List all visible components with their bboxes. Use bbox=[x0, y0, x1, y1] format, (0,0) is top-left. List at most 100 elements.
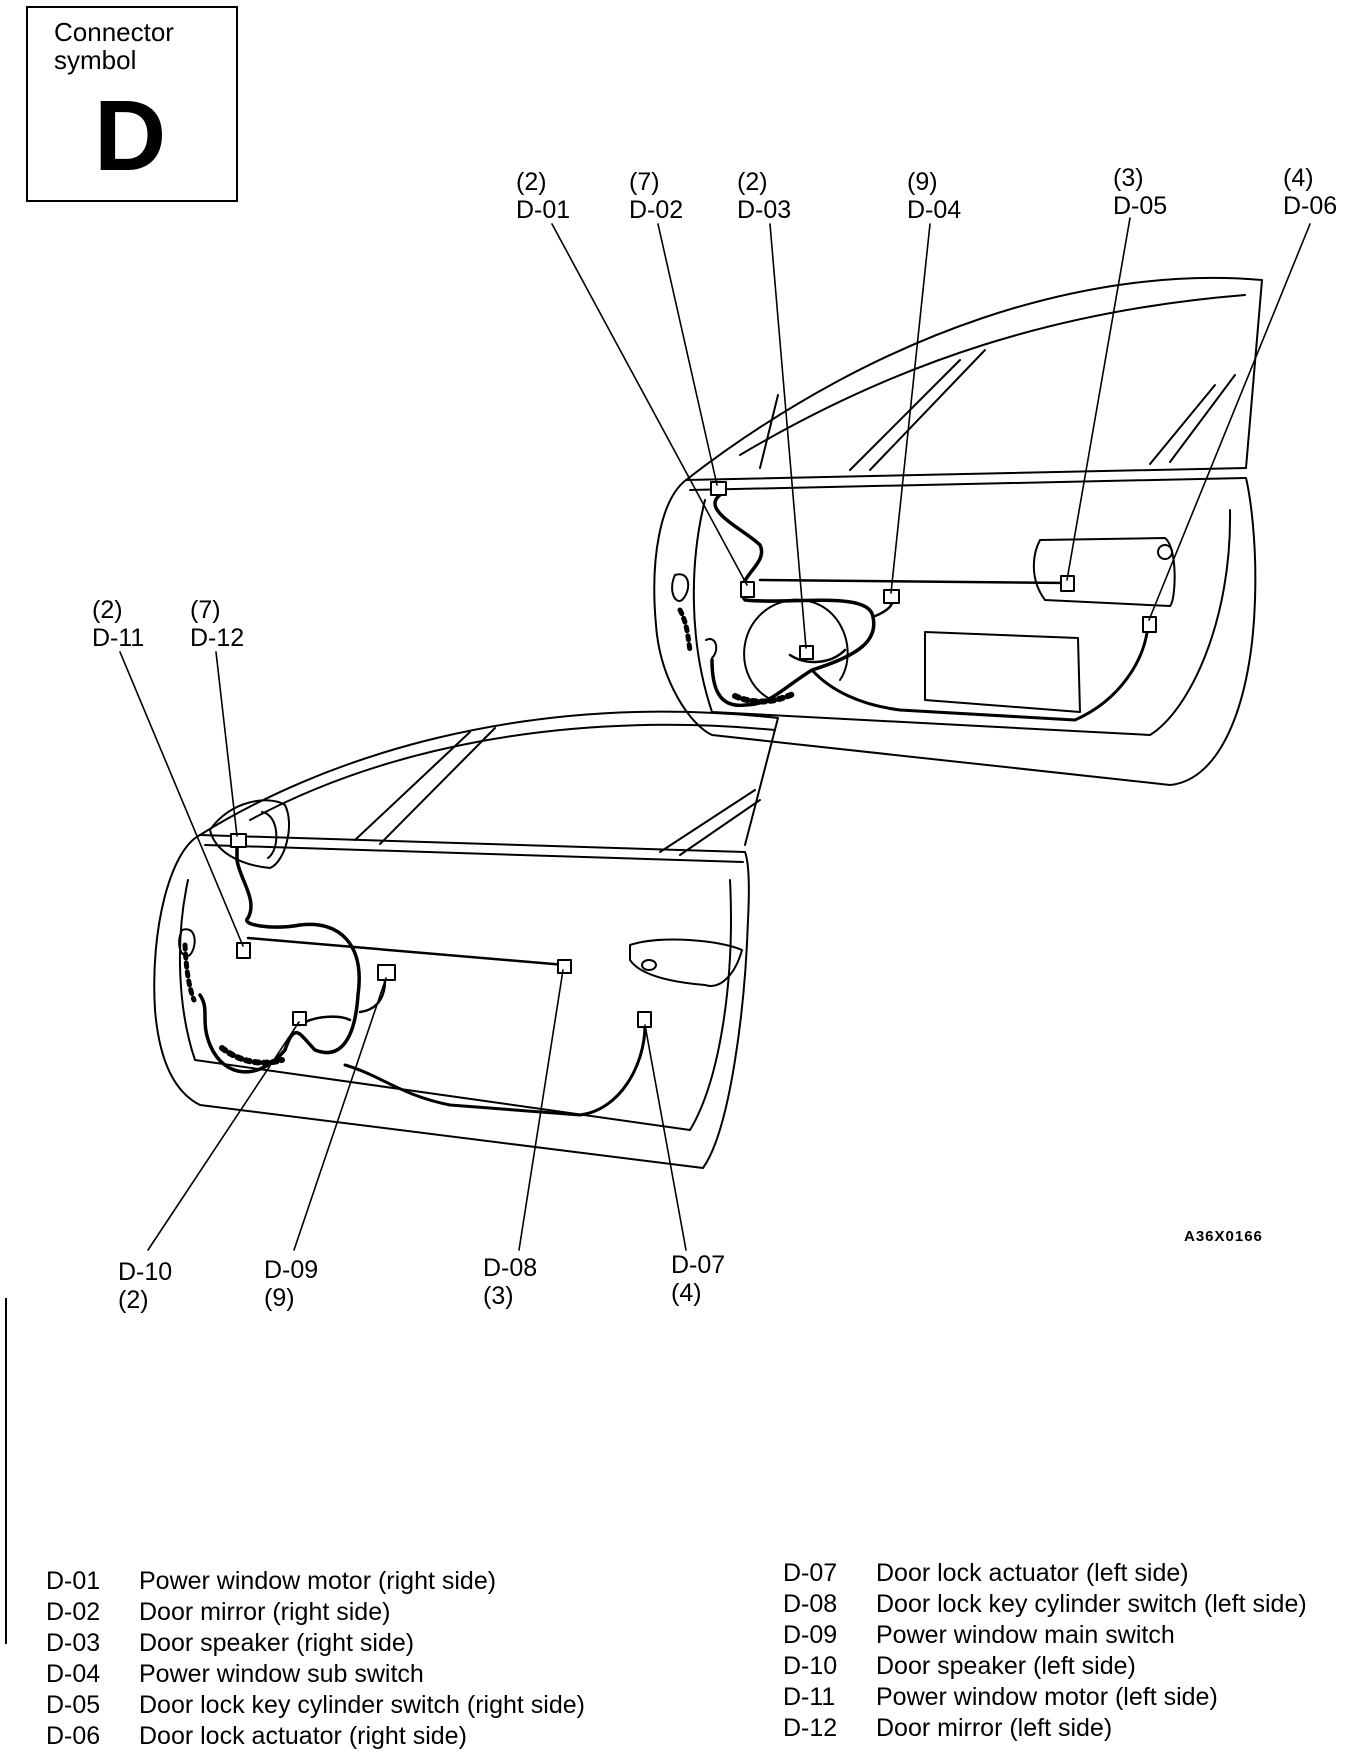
right-door-speaker-opening bbox=[743, 598, 849, 701]
legend-code: D-03 bbox=[46, 1629, 101, 1657]
connector-D-08 bbox=[557, 959, 572, 974]
left-door-glass-line bbox=[249, 723, 776, 821]
right-door-beltline-inner bbox=[689, 477, 1246, 491]
right-door-harness-speaker bbox=[788, 648, 847, 664]
left-door bbox=[153, 710, 779, 1169]
legend-text: Door lock actuator (right side) bbox=[139, 1722, 467, 1750]
left-door-beltline-inner bbox=[204, 844, 744, 863]
callout-pins: (2) bbox=[737, 168, 768, 196]
callout-D-03: (2) D-03 bbox=[737, 168, 791, 224]
callout-D-01: (2) D-01 bbox=[516, 168, 570, 224]
left-door-harness-upper bbox=[246, 936, 567, 967]
right-door-glass-streak bbox=[1169, 374, 1236, 463]
callout-D-11: (2) D-11 bbox=[92, 596, 144, 652]
connector-symbol-caption: Connector symbol bbox=[54, 18, 174, 74]
callout-id: D-06 bbox=[1283, 192, 1338, 220]
right-door-glass-line bbox=[739, 294, 1246, 456]
connector-D-07 bbox=[637, 1011, 652, 1028]
callout-pins: (3) bbox=[1113, 164, 1144, 192]
legend-code: D-07 bbox=[783, 1559, 838, 1587]
right-door-window-frame bbox=[685, 276, 1263, 481]
leader-line-D-02 bbox=[657, 223, 718, 486]
callout-id: D-11 bbox=[92, 624, 145, 652]
leader-line-D-04 bbox=[890, 223, 931, 594]
leader-line-D-09 bbox=[293, 977, 387, 1251]
connector-symbol-caption-line1: Connector bbox=[54, 17, 174, 47]
right-door-inner-panel bbox=[692, 499, 1232, 736]
left-door-harness-rear bbox=[343, 1023, 647, 1117]
callout-id: D-02 bbox=[629, 196, 684, 224]
leader-line-D-12 bbox=[215, 651, 238, 837]
right-door-glass-streak bbox=[759, 394, 779, 469]
right-door-outline bbox=[653, 477, 1257, 786]
connector-D-10 bbox=[292, 1011, 307, 1026]
left-door-outline bbox=[153, 834, 750, 1169]
callout-pins: (4) bbox=[1283, 164, 1314, 192]
connector-D-12 bbox=[230, 833, 247, 848]
left-door-glass-streak bbox=[679, 799, 761, 856]
callout-D-07: D-07 (4) bbox=[671, 1251, 725, 1307]
left-door-harness-switch bbox=[358, 978, 387, 1014]
drawing-code: A36X0166 bbox=[1184, 1228, 1263, 1245]
callout-pins: (2) bbox=[92, 596, 123, 624]
callout-pins: (2) bbox=[118, 1286, 149, 1314]
callout-id: D-01 bbox=[516, 196, 571, 224]
legend-text: Door lock key cylinder switch (right sid… bbox=[139, 1691, 585, 1719]
legend-row: D-06 Door lock actuator (right side) bbox=[46, 1721, 585, 1752]
legend-text: Door mirror (left side) bbox=[876, 1714, 1113, 1742]
legend-code: D-12 bbox=[783, 1714, 838, 1742]
legend-row: D-12 Door mirror (left side) bbox=[783, 1713, 1307, 1744]
right-door-hinge-bracket bbox=[705, 638, 718, 659]
left-door-lock-hole bbox=[641, 959, 657, 971]
callout-D-05: (3) D-05 bbox=[1113, 164, 1167, 220]
left-margin-rule bbox=[5, 1298, 7, 1644]
left-door-harness-main bbox=[198, 841, 361, 1074]
leader-line-D-10 bbox=[147, 1021, 300, 1251]
callout-pins: (7) bbox=[629, 168, 660, 196]
callout-pins: (9) bbox=[907, 168, 938, 196]
callout-pins: (4) bbox=[671, 1279, 702, 1307]
connector-symbol-caption-line2: symbol bbox=[54, 45, 137, 75]
callout-D-09: D-09 (9) bbox=[264, 1256, 318, 1312]
callout-id: D-12 bbox=[190, 624, 245, 652]
legend-code: D-11 bbox=[783, 1683, 836, 1711]
callout-id: D-03 bbox=[737, 196, 792, 224]
right-door-glass-streak bbox=[869, 349, 986, 471]
legend-row: D-07 Door lock actuator (left side) bbox=[783, 1558, 1307, 1589]
left-door-grommet bbox=[182, 942, 197, 1003]
legend-text: Door lock key cylinder switch (left side… bbox=[876, 1590, 1307, 1618]
callout-D-04: (9) D-04 bbox=[907, 168, 961, 224]
left-door-grommet bbox=[219, 1045, 285, 1066]
right-door-harness-rear bbox=[810, 623, 1150, 722]
legend-code: D-02 bbox=[46, 1598, 101, 1626]
right-door-glass-streak bbox=[1149, 384, 1216, 465]
right-door-access-panel bbox=[924, 631, 1081, 713]
left-door-window-frame bbox=[199, 710, 779, 846]
connector-D-09 bbox=[377, 964, 396, 981]
legend-text: Door speaker (left side) bbox=[876, 1652, 1136, 1680]
legend-text: Door lock actuator (left side) bbox=[876, 1559, 1189, 1587]
legend-code: D-09 bbox=[783, 1621, 838, 1649]
legend-code: D-06 bbox=[46, 1722, 101, 1750]
left-door-mirror bbox=[209, 799, 290, 869]
callout-pins: (3) bbox=[483, 1282, 514, 1310]
leader-line-D-11 bbox=[119, 651, 244, 947]
right-door-trim-opening bbox=[1032, 537, 1176, 607]
connector-symbol-box: Connector symbol D bbox=[26, 6, 238, 202]
legend-text: Power window motor (left side) bbox=[876, 1683, 1218, 1711]
connector-symbol-letter: D bbox=[94, 80, 167, 192]
left-door-glass-streak bbox=[354, 731, 471, 841]
callout-id: D-08 bbox=[483, 1254, 538, 1282]
callout-id: D-05 bbox=[1113, 192, 1168, 220]
leader-line-D-07 bbox=[644, 1024, 687, 1251]
leader-line-D-03 bbox=[769, 223, 807, 649]
left-door-harness-speaker bbox=[298, 1015, 352, 1027]
right-door-grommet bbox=[677, 607, 693, 653]
callout-id: D-10 bbox=[118, 1258, 173, 1286]
